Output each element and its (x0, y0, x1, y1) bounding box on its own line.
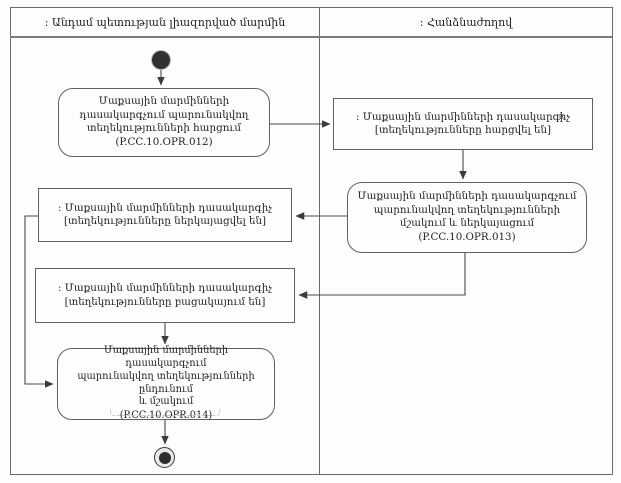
lane-header-authorized-body: : Անդամ պետության լիազորված մարմին (11, 8, 320, 36)
lane-label-commission: : Հանձնաժողով (419, 15, 513, 29)
object-classifier-presented-state: [տեղեկությունները ներկայացվել են] (63, 215, 267, 227)
swimlane-header: : Անդամ պետության լիազորված մարմին : Հան… (10, 7, 613, 38)
action-process-and-present-code: (P.CC.10.OPR.013) (418, 231, 516, 244)
swimlane-divider (319, 38, 320, 475)
object-classifier-requested-state: [տեղեկությունները հարցվել են] (374, 124, 552, 136)
action-receive-and-process: Մաքսային մարմինների դասակարգչում պարունա… (57, 345, 275, 421)
object-classifier-absent-name: : Մաքսային մարմինների դասակարգիչ (57, 282, 273, 295)
annotation-letter: в (558, 112, 564, 122)
object-classifier-absent: : Մաքսային մարմինների դասակարգիչ [տեղեկո… (35, 268, 295, 323)
object-classifier-presented-name: : Մաքսային մարմինների դասակարգիչ (57, 201, 273, 214)
scan-artifact-line (110, 409, 220, 416)
final-node-dot (158, 451, 171, 464)
object-classifier-presented: : Մաքսային մարմինների դասակարգիչ [տեղեկո… (38, 188, 292, 242)
action-process-and-present: Մաքսային մարմինների դասակարգչում պարունա… (347, 182, 587, 253)
action-receive-and-process-text: Մաքսային մարմինների դասակարգչում պարունա… (77, 345, 255, 408)
action-process-and-present-text: Մաքսային մարմինների դասակարգչում պարունա… (357, 190, 577, 229)
object-classifier-requested-name: : Մաքսային մարմինների դասակարգիչ (355, 110, 571, 123)
action-request-info-code: (P.CC.10.OPR.012) (115, 136, 213, 149)
initial-node (152, 51, 170, 69)
object-classifier-absent-state: [տեղեկությունները բացակայում են] (64, 295, 266, 308)
final-node (154, 447, 175, 468)
action-request-info: Մաքսային մարմինների դասակարգչում պարունա… (58, 88, 270, 157)
lane-label-authorized-body: : Անդամ պետության լիազորված մարմին (44, 15, 286, 29)
action-request-info-text: Մաքսային մարմինների դասակարգչում պարունա… (79, 95, 249, 134)
object-classifier-requested: : Մաքսային մարմինների դասակարգիչ [տեղեկո… (333, 98, 593, 150)
lane-header-commission: : Հանձնաժողով (320, 8, 612, 36)
